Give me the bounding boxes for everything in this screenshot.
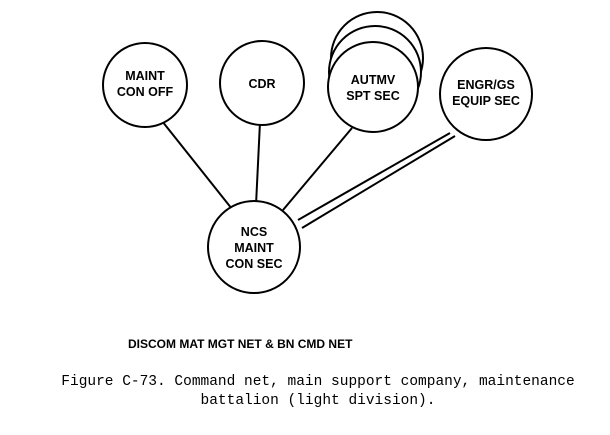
figure-caption-line-2: battalion (light division).	[200, 393, 436, 409]
node-maint-con-off-line-2: CON OFF	[117, 85, 174, 99]
figure-caption-line-1: Figure C-73. Command net, main support c…	[61, 374, 575, 390]
node-ncs-line-3: CON SEC	[226, 257, 283, 271]
net-label: DISCOM MAT MGT NET & BN CMD NET	[128, 337, 353, 351]
node-maint-con-off-line-1: MAINT	[125, 69, 165, 83]
node-engr-gs-equip-sec-line-2: EQUIP SEC	[452, 94, 520, 108]
net-links	[161, 120, 456, 229]
node-ncs-line-1: NCS	[241, 225, 267, 239]
link-cdr	[255, 121, 261, 206]
node-maint-con-off: MAINT CON OFF	[102, 42, 188, 128]
node-cdr: CDR	[219, 40, 305, 126]
node-autmv-spt-sec: AUTMV SPT SEC	[327, 11, 424, 133]
figure-caption: Figure C-73. Command net, main support c…	[28, 373, 608, 411]
node-autmv-spt-sec-line-2: SPT SEC	[346, 89, 400, 103]
node-engr-gs-equip-sec: ENGR/GS EQUIP SEC	[439, 47, 533, 141]
command-net-diagram: MAINT CON OFF CDR AUTMV SPT SEC ENGR/GS …	[102, 11, 533, 294]
link-maint-con-off	[161, 120, 237, 215]
link-autmv-spt-sec	[282, 127, 353, 211]
link-engr-gs-equip-sec-2	[301, 135, 456, 229]
node-engr-gs-equip-sec-line-1: ENGR/GS	[457, 78, 515, 92]
node-cdr-line-1: CDR	[248, 77, 275, 91]
node-ncs-line-2: MAINT	[234, 241, 274, 255]
node-ncs-maint-con-sec: NCS MAINT CON SEC	[207, 200, 301, 294]
node-autmv-spt-sec-line-1: AUTMV	[351, 73, 396, 87]
link-engr-gs-equip-sec	[297, 132, 451, 221]
